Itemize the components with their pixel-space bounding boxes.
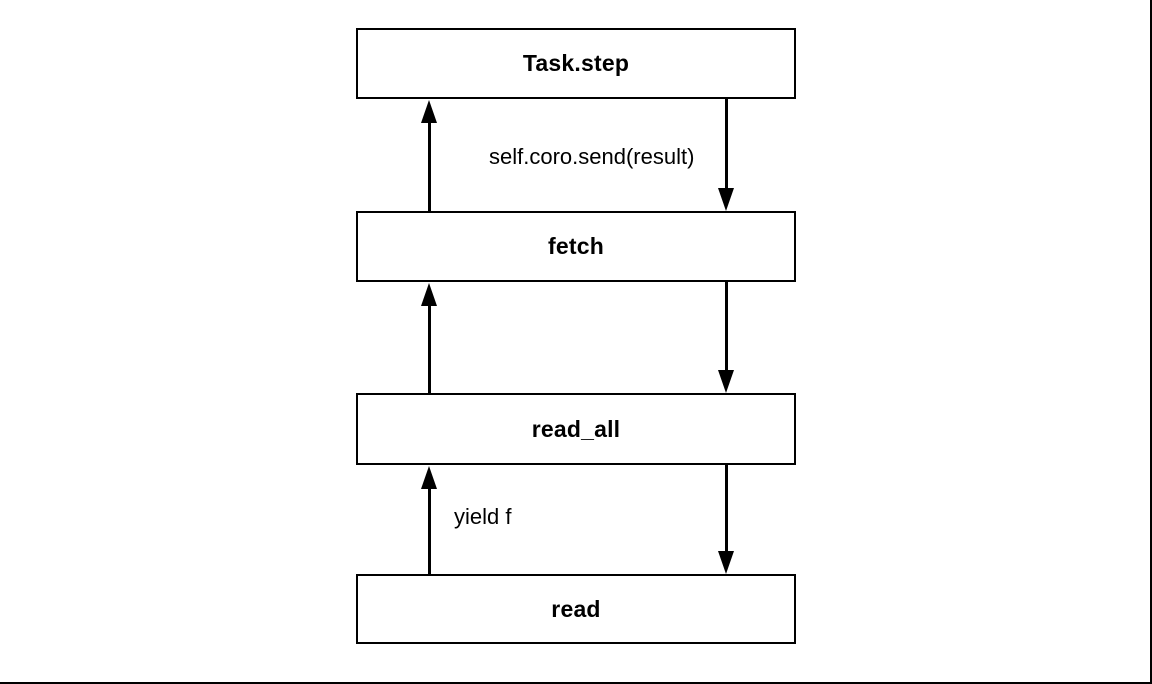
arrow-shaft (724, 99, 728, 191)
arrowhead-up-icon (421, 100, 437, 123)
node-task-step-label: Task.step (522, 50, 630, 76)
arrow-up-read-to-read-all (421, 466, 437, 574)
node-fetch-label: fetch (548, 233, 604, 259)
arrow-shaft (427, 120, 431, 211)
arrow-up-read-all-to-fetch (421, 283, 437, 393)
node-read-all-label: read_all (531, 415, 621, 442)
node-fetch: fetch (356, 211, 796, 282)
arrowhead-down-icon (718, 188, 734, 211)
arrowhead-up-icon (421, 283, 437, 306)
arrow-up-fetch-to-task-step (421, 100, 437, 211)
arrow-shaft (724, 282, 728, 373)
node-task-step: Task.step (356, 28, 796, 99)
arrowhead-down-icon (718, 370, 734, 393)
node-read-all: read_all (356, 393, 796, 465)
arrow-shaft (427, 303, 431, 393)
node-read: read (356, 574, 796, 644)
edge-label-yield-f: yield f (454, 504, 512, 529)
edge-label-send-result: self.coro.send(result) (489, 144, 695, 169)
node-read-label: read (551, 595, 601, 622)
arrowhead-down-icon (718, 551, 734, 574)
arrow-shaft (427, 486, 431, 574)
arrowhead-up-icon (421, 466, 437, 489)
arrow-shaft (724, 465, 728, 554)
arrow-down-fetch-to-read-all (718, 282, 734, 393)
arrow-down-task-step-to-fetch (718, 99, 734, 211)
arrow-down-read-all-to-read (718, 465, 734, 574)
